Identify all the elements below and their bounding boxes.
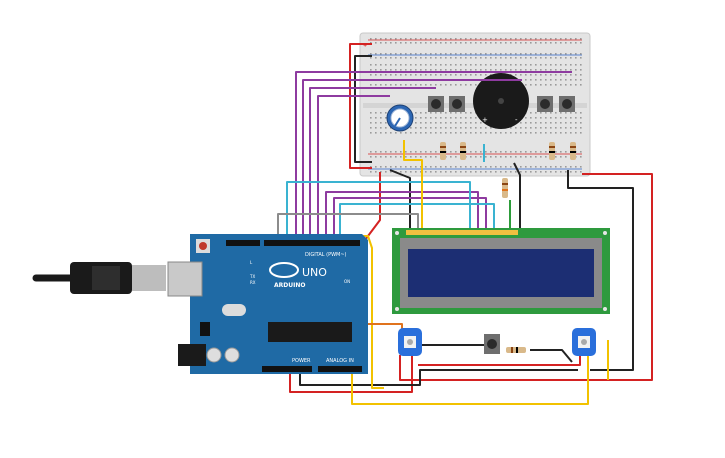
digital-label: DIGITAL (PWM~)	[305, 252, 347, 258]
wire-red-right[interactable]	[399, 173, 653, 381]
wires[interactable]	[264, 43, 653, 405]
wire-purple-2[interactable]	[302, 79, 522, 236]
analog-header[interactable]	[318, 366, 362, 372]
arduino-model: UNO	[302, 266, 327, 279]
rx-label: RX	[250, 280, 256, 285]
power-jack	[178, 344, 206, 366]
reset-button[interactable]	[199, 242, 207, 250]
digital-header[interactable]	[264, 240, 360, 246]
resistor-3[interactable]	[549, 142, 555, 160]
lcd-pin-header[interactable]	[406, 230, 518, 235]
arduino-uno[interactable]: ARDUINO UNO DIGITAL (PWM~) POWER ANALOG …	[167, 234, 368, 374]
wire-purple-3[interactable]	[309, 87, 436, 236]
wire-yellow-neopixel[interactable]	[351, 356, 589, 405]
wire-red-rail[interactable]	[349, 43, 372, 169]
rail-plus-label: +	[363, 43, 367, 49]
on-label: ON	[344, 279, 350, 284]
wire-gray-1[interactable]	[277, 213, 419, 236]
resistor-6[interactable]	[506, 347, 526, 353]
pushbutton-3[interactable]	[537, 96, 553, 112]
resistor-4[interactable]	[570, 142, 576, 160]
wire-black-resistor[interactable]	[530, 349, 573, 363]
usb-port	[167, 261, 203, 297]
wire-black-gnd[interactable]	[299, 369, 578, 386]
piezo-buzzer[interactable]: + -	[473, 73, 529, 129]
buzzer-minus-label: -	[515, 116, 518, 124]
wire-purple-4[interactable]	[317, 95, 390, 236]
regulator	[200, 322, 210, 336]
power-label: POWER	[292, 358, 311, 364]
pushbutton-2[interactable]	[449, 96, 465, 112]
capacitor-1	[206, 347, 222, 363]
resistor-5[interactable]	[502, 178, 508, 198]
pushbutton-5[interactable]	[484, 334, 500, 354]
potentiometer[interactable]	[386, 104, 414, 132]
lcd-display[interactable]	[392, 228, 610, 314]
l-label: L	[250, 260, 253, 265]
arduino-logo-icon	[269, 262, 299, 278]
wire-black-right[interactable]	[567, 170, 634, 371]
pushbutton-1[interactable]	[428, 96, 444, 112]
atmega-chip	[268, 322, 352, 342]
wire-cyan-2[interactable]	[339, 203, 495, 236]
pushbutton-4[interactable]	[559, 96, 575, 112]
analog-label: ANALOG IN	[326, 358, 354, 364]
wire-red-neopixel[interactable]	[418, 356, 581, 366]
arduino-logo-text: ARDUINO	[274, 282, 305, 289]
usb-cable[interactable]	[32, 262, 166, 294]
crystal	[222, 304, 246, 316]
wire-black-rail[interactable]	[354, 55, 372, 163]
lcd-screen	[408, 249, 594, 297]
wire-purple-6[interactable]	[333, 197, 487, 236]
wire-black-buzzer[interactable]	[513, 162, 521, 232]
resistor-1[interactable]	[440, 142, 446, 160]
neopixel-1[interactable]	[398, 328, 422, 356]
wire-cyan-1[interactable]	[286, 181, 471, 236]
neopixel-2[interactable]	[572, 328, 596, 356]
buzzer-plus-label: +	[482, 116, 488, 124]
power-header[interactable]	[262, 366, 312, 372]
tx-label: TX	[249, 274, 255, 279]
aux-header	[226, 240, 260, 246]
resistor-2[interactable]	[460, 142, 466, 160]
wire-black-lcd[interactable]	[389, 169, 411, 232]
wire-yellow-pot[interactable]	[403, 140, 423, 232]
capacitor-2	[224, 347, 240, 363]
